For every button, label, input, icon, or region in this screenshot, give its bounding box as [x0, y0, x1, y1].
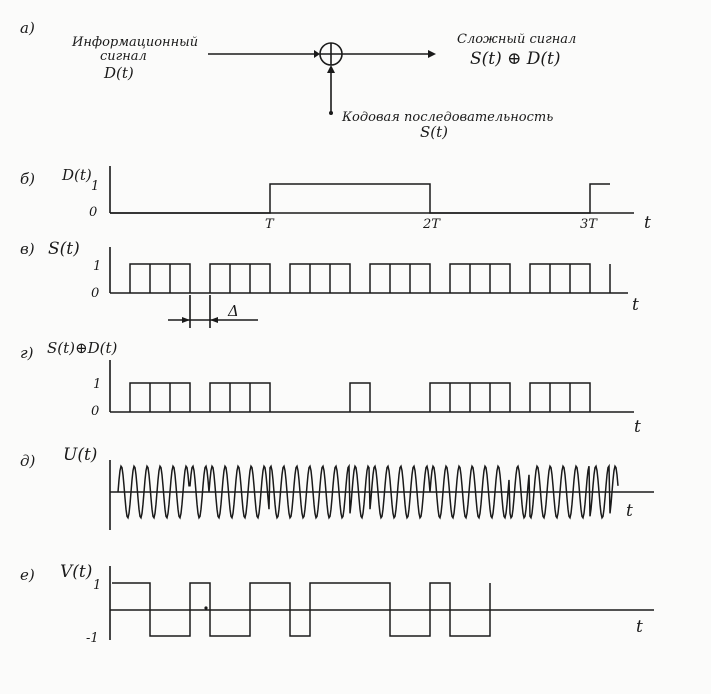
xtick-3T: 3T — [580, 217, 598, 232]
info-signal-line2: сигнал — [100, 49, 147, 64]
label-b: б) — [20, 170, 35, 188]
ytick-b-0: 0 — [89, 205, 97, 220]
xlabel-d: t — [626, 501, 633, 521]
ylabel-g: S(t)⊕D(t) — [47, 339, 117, 357]
output-arrow-icon — [428, 50, 436, 58]
complex-signal-line1: Сложный сигнал — [457, 32, 576, 47]
code-source-dot — [329, 111, 333, 115]
panel-b: б) D(t) 1 0 T 2T 3T t — [20, 166, 651, 233]
ytick-g-1: 1 — [93, 377, 101, 392]
xlabel-e: t — [636, 617, 643, 637]
xtick-T: T — [265, 217, 275, 232]
ytick-v-0: 0 — [91, 286, 99, 301]
code-seq-line1: Кодовая последовательность — [341, 110, 553, 125]
info-signal-line1: Информационный — [71, 35, 198, 50]
ytick-e-m1: -1 — [86, 631, 99, 646]
ylabel-e: V(t) — [60, 562, 92, 582]
panel-g: г) S(t)⊕D(t) 1 0 t — [20, 339, 641, 437]
delta-arrow-left-icon — [182, 317, 190, 323]
block-diagram: а) Информационный сигнал D(t) Сложный си… — [20, 19, 576, 141]
panel-e: е) V(t) 1 -1 t — [20, 562, 654, 646]
ylabel-b: D(t) — [61, 166, 92, 184]
delta-label: Δ — [227, 302, 239, 320]
ylabel-d: U(t) — [63, 445, 97, 465]
xtick-2T: 2T — [422, 217, 441, 232]
ytick-e-1: 1 — [93, 578, 101, 593]
signal-u — [117, 463, 619, 520]
ytick-v-1: 1 — [93, 259, 101, 274]
xlabel-v: t — [632, 295, 639, 315]
signal-v — [112, 582, 491, 637]
info-signal-line3: D(t) — [103, 64, 134, 82]
complex-signal-line2: S(t) ⊕ D(t) — [470, 49, 561, 69]
input-arrow-icon — [314, 50, 320, 58]
signal-s — [129, 263, 611, 293]
panel-d: д) U(t) t — [20, 445, 654, 530]
delta-arrow-right-icon — [210, 317, 218, 323]
panel-v: в) S(t) 1 0 t Δ — [20, 239, 639, 328]
label-a: а) — [20, 19, 35, 37]
speck — [204, 606, 208, 610]
label-d: д) — [20, 452, 36, 470]
xlabel-g: t — [634, 417, 641, 437]
ylabel-v: S(t) — [48, 239, 80, 259]
ytick-g-0: 0 — [91, 404, 99, 419]
xlabel-b: t — [644, 213, 651, 233]
signal-sd — [129, 382, 591, 412]
ytick-b-1: 1 — [91, 179, 99, 194]
label-g: г) — [20, 344, 34, 362]
label-e: е) — [20, 566, 35, 584]
label-v: в) — [20, 240, 35, 258]
code-seq-line2: S(t) — [420, 123, 448, 141]
code-arrow-icon — [327, 65, 335, 73]
signal-d — [110, 183, 610, 214]
